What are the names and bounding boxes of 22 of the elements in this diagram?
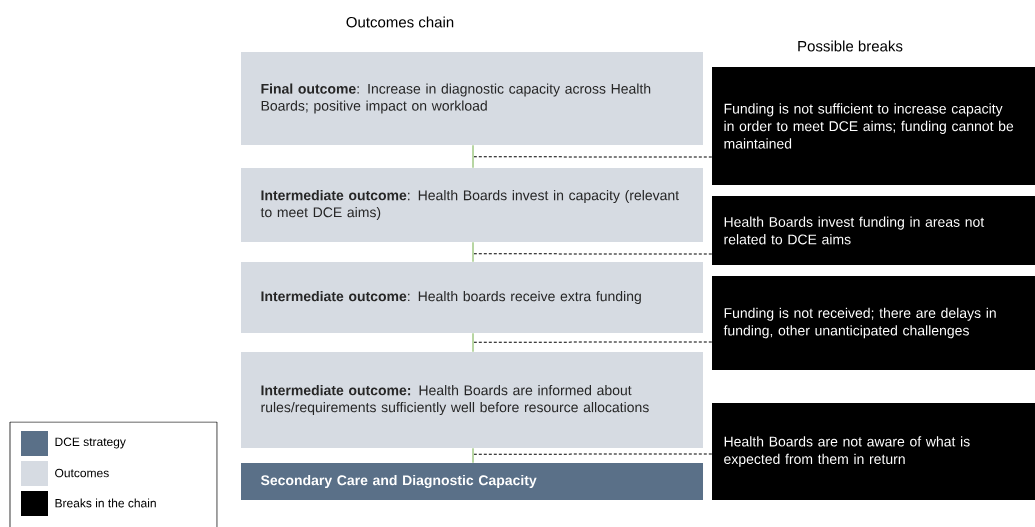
break-box: Health Boards are not aware of what is expected from them in return <box>712 403 1035 500</box>
outcome-box: Intermediate outcome: Health Boards are informed about rules/requirements sufficiently well before resource allocations <box>241 352 703 448</box>
dashed-line <box>473 156 713 158</box>
outcome-box: Intermediate outcome: Health boards receive extra funding <box>241 262 703 333</box>
connector-line <box>472 144 474 169</box>
dashed-line <box>473 253 713 255</box>
connector-line <box>472 332 474 353</box>
legend-label: Outcomes <box>55 468 109 478</box>
break-box: Funding is not sufficient to increase capacity in order to meet DCE aims; funding cannot be maintained <box>712 67 1035 185</box>
connector-line <box>472 447 474 464</box>
connector-line <box>472 241 474 263</box>
title: Outcomes chain <box>346 16 454 28</box>
dashed-line <box>473 453 713 455</box>
dashed-line <box>473 341 713 343</box>
break-box: Funding is not received; there are delays in funding, other unanticipated challenges <box>712 276 1035 370</box>
break-box: Health Boards invest funding in areas not related to DCE aims <box>712 196 1035 265</box>
column-heading: Possible breaks <box>798 40 903 52</box>
legend-label: DCE strategy <box>55 437 126 449</box>
legend-label: Breaks in the chain <box>55 498 156 508</box>
outcome-box: Final outcome: Increase in diagnostic capacity across Health Boards; positive impact on workload <box>241 52 703 145</box>
outcome-box: Intermediate outcome: Health Boards invest in capacity (relevant to meet DCE aims) <box>241 168 703 242</box>
strategy-box: Secondary Care and Diagnostic Capacity <box>241 463 703 500</box>
